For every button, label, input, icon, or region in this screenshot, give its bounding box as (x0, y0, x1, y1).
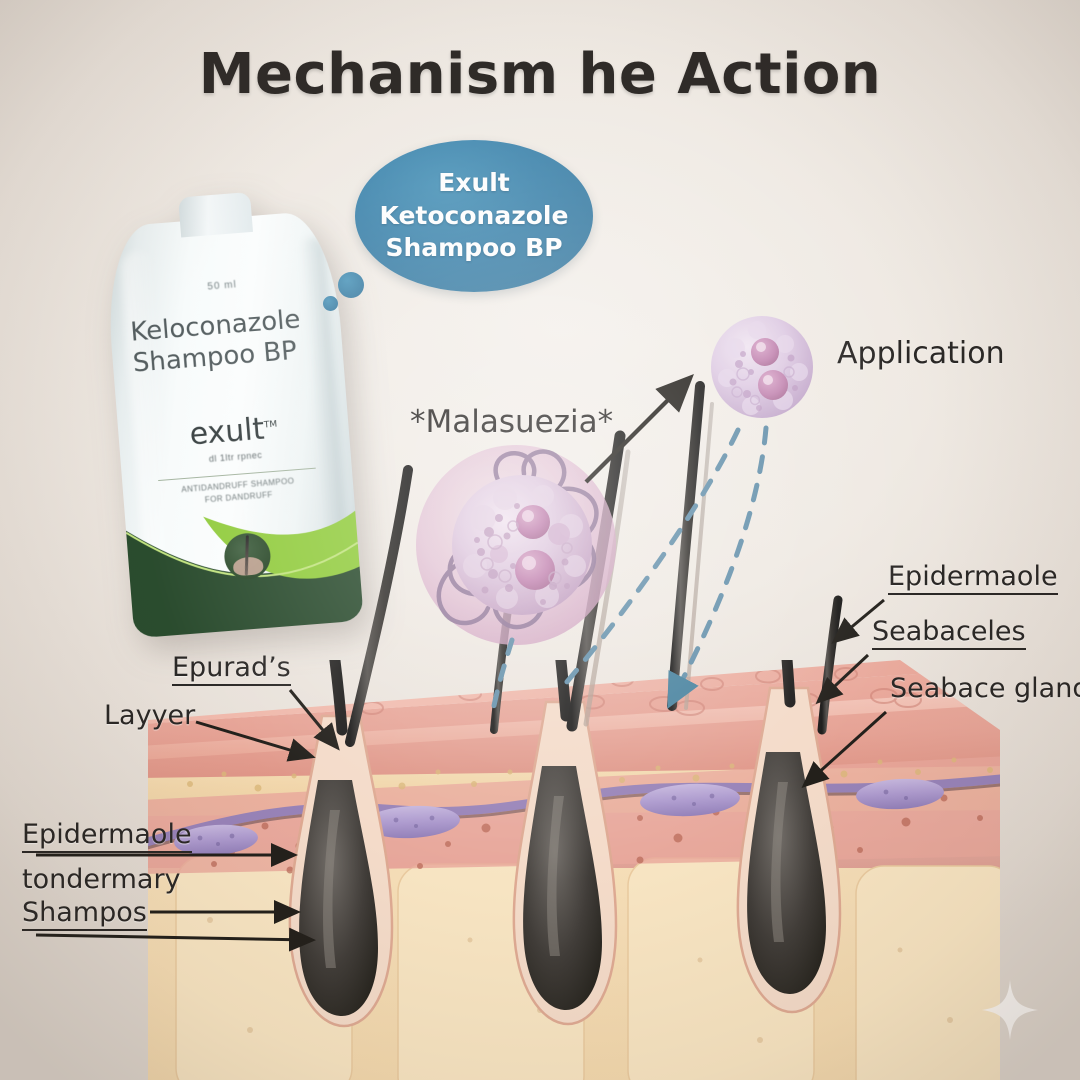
bubble-text: Exult Ketoconazole Shampoo BP (380, 167, 569, 265)
bottle-brand-mark: TM (263, 419, 278, 431)
label-application: Application (837, 336, 1005, 371)
malassezia-cell-small (711, 316, 813, 418)
malassezia-cell-large (452, 475, 592, 615)
bottle-neck (178, 191, 253, 238)
label-layyer: Layyer (104, 700, 196, 731)
label-seabaceles: Seabaceles (872, 616, 1026, 651)
bubble-line-2: Ketoconazole (379, 200, 569, 230)
bubble-tail-dot-small (323, 296, 338, 311)
bottle-brand-text: exult (188, 411, 266, 453)
bottle-body: 50 ml Keloconazole Shampoo BP exultTM dl… (102, 209, 364, 639)
bubble-line-3: Shampoo BP (385, 233, 563, 263)
label-epidermaole-right: Epidermaole (888, 561, 1058, 596)
bubble-tail-dot-large (338, 272, 364, 298)
label-seabace-glands: Seabace glands (890, 673, 1080, 704)
bubble-line-1: Exult (438, 168, 510, 198)
sparkle-star-icon (982, 980, 1038, 1040)
label-malassezia: *Malasuezia* (410, 404, 614, 440)
product-callout-bubble[interactable]: Exult Ketoconazole Shampoo BP (355, 140, 593, 292)
label-tondermary: tondermary (22, 864, 181, 895)
shampoo-bottle[interactable]: 50 ml Keloconazole Shampoo BP exultTM dl… (102, 191, 364, 639)
label-shampos: Shampos (22, 897, 147, 932)
label-epurads: Epurad’s (172, 652, 291, 687)
label-epidermaole-left: Epidermaole (22, 819, 192, 854)
page-title: Mechanism he Action (198, 42, 882, 107)
